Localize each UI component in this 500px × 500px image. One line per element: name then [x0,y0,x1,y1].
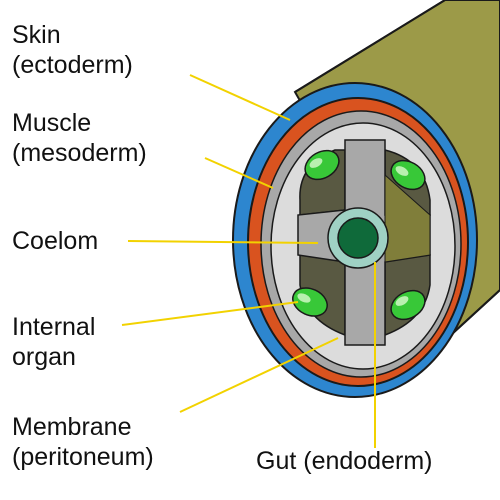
internal-organ [304,149,340,181]
leader-line-skin [189,74,291,121]
organ-highlight [309,158,323,168]
label-internal-organ-line1: Internal [12,313,96,341]
label-muscle: Muscle (mesoderm) [12,108,147,168]
label-muscle-line1: Muscle [12,109,92,137]
label-membrane: Membrane (peritoneum) [12,412,154,472]
label-skin-line1: Skin [12,21,61,49]
gut-lumen [337,217,379,259]
label-skin-line2: (ectoderm) [12,51,133,79]
label-coelom-line1: Coelom [12,227,99,255]
label-skin: Skin (ectoderm) [12,20,133,80]
organ-highlight [395,166,409,176]
label-membrane-line2: (peritoneum) [12,443,154,471]
organ-highlight [395,296,409,306]
label-gut: Gut (endoderm) [256,446,432,476]
label-internal-organ-line2: organ [12,343,76,371]
label-membrane-line1: Membrane [12,413,132,441]
label-muscle-line2: (mesoderm) [12,139,147,167]
label-internal-organ: Internal organ [12,312,95,372]
organ-highlight [297,293,311,303]
leader-line-membrane [179,337,339,413]
internal-organ [390,289,426,321]
leader-line-muscle [204,157,274,189]
label-gut-line1: Gut (endoderm) [256,447,433,475]
leader-line-internal-organ [121,301,299,326]
leader-lines [121,74,376,448]
leader-line-coelom [127,240,319,244]
label-coelom: Coelom [12,226,98,256]
